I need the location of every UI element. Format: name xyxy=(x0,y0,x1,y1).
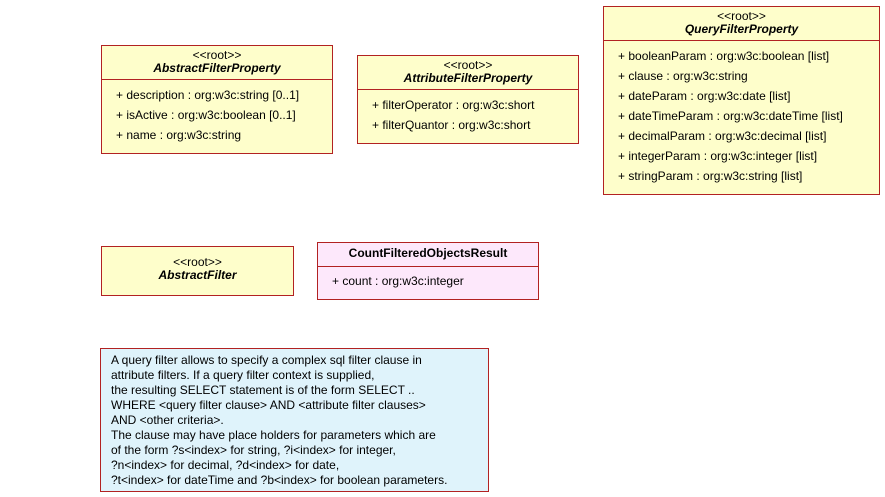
note-line: the resulting SELECT statement is of the… xyxy=(111,383,415,397)
note-line: WHERE <query filter clause> AND <attribu… xyxy=(111,398,426,412)
class-attributes: + filterOperator : org:w3c:short + filte… xyxy=(358,90,578,135)
class-attribute: + count : org:w3c:integer xyxy=(332,274,464,288)
class-attribute: + decimalParam : org:w3c:decimal [list] xyxy=(618,129,827,143)
class-name: QueryFilterProperty xyxy=(684,22,799,36)
class-attribute: + integerParam : org:w3c:integer [list] xyxy=(618,149,818,163)
class-query-filter-property: <<root>> QueryFilterProperty + booleanPa… xyxy=(603,6,880,195)
class-attribute-filter-property: <<root>> AttributeFilterProperty + filte… xyxy=(357,55,579,144)
note: A query filter allows to specify a compl… xyxy=(100,348,489,492)
class-name: AbstractFilterProperty xyxy=(153,61,281,75)
class-attribute: + stringParam : org:w3c:string [list] xyxy=(618,169,803,183)
class-stereotype: <<root>> xyxy=(173,255,222,269)
class-attribute: + booleanParam : org:w3c:boolean [list] xyxy=(618,49,830,63)
class-header: CountFilteredObjectsResult xyxy=(318,243,538,267)
class-attribute: + filterQuantor : org:w3c:short xyxy=(372,118,531,132)
class-attributes: + booleanParam : org:w3c:boolean [list] … xyxy=(604,41,879,186)
note-line: ?t<index> for dateTime and ?b<index> for… xyxy=(111,473,448,487)
note-line: of the form ?s<index> for string, ?i<ind… xyxy=(111,443,396,457)
class-header: <<root>> AbstractFilterProperty xyxy=(102,46,332,80)
class-count-filtered-objects-result: CountFilteredObjectsResult + count : org… xyxy=(317,242,539,300)
class-header: <<root>> QueryFilterProperty xyxy=(604,7,879,41)
class-attributes: + description : org:w3c:string [0..1] + … xyxy=(102,80,332,145)
class-attribute: + name : org:w3c:string xyxy=(116,128,242,142)
class-attribute: + dateParam : org:w3c:date [list] xyxy=(618,89,791,103)
note-line: attribute filters. If a query filter con… xyxy=(111,368,375,382)
class-attribute: + clause : org:w3c:string xyxy=(618,69,748,83)
class-name: AttributeFilterProperty xyxy=(403,71,533,85)
class-attribute: + filterOperator : org:w3c:short xyxy=(372,98,535,112)
class-stereotype: <<root>> xyxy=(443,58,493,72)
note-line: ?n<index> for decimal, ?d<index> for dat… xyxy=(111,458,340,472)
class-attribute: + description : org:w3c:string [0..1] xyxy=(116,88,300,102)
class-header: <<root>> AttributeFilterProperty xyxy=(358,56,578,90)
class-attribute: + isActive : org:w3c:boolean [0..1] xyxy=(116,108,296,122)
class-stereotype: <<root>> xyxy=(192,48,242,62)
class-name: AbstractFilter xyxy=(158,268,237,282)
class-name: CountFilteredObjectsResult xyxy=(348,246,508,260)
class-abstract-filter: <<root>> AbstractFilter xyxy=(101,246,294,296)
class-attribute: + dateTimeParam : org:w3c:dateTime [list… xyxy=(618,109,843,123)
class-header: <<root>> AbstractFilter xyxy=(102,247,293,286)
note-line: The clause may have place holders for pa… xyxy=(111,428,436,442)
class-stereotype: <<root>> xyxy=(717,9,766,23)
note-line: A query filter allows to specify a compl… xyxy=(111,353,422,367)
note-line: AND <other criteria>. xyxy=(111,413,224,427)
class-attributes: + count : org:w3c:integer xyxy=(318,267,538,291)
class-abstract-filter-property: <<root>> AbstractFilterProperty + descri… xyxy=(101,45,333,154)
